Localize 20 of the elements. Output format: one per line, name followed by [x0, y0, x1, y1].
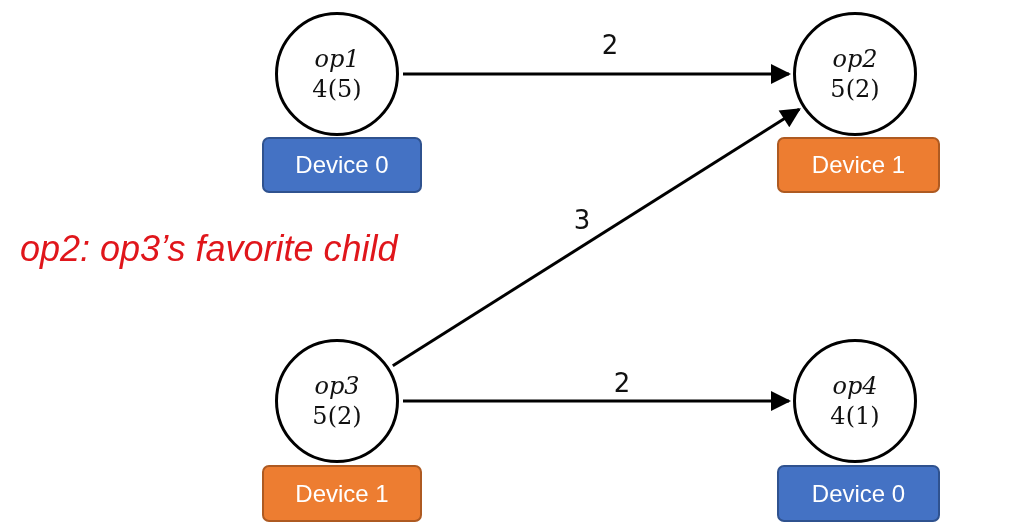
device-label: Device 0 [811, 479, 906, 508]
operation-text: op1 [314, 44, 360, 74]
note-text: op2: op3’s favorite child [20, 228, 398, 270]
operation-text: 5(2) [312, 401, 362, 431]
device-box [777, 465, 940, 522]
operation-text: 5(2) [830, 74, 880, 104]
operation-text: op4 [832, 371, 878, 401]
device-box [262, 465, 422, 522]
arrow [403, 64, 791, 84]
arrow [392, 107, 801, 368]
operation-text: 4(5) [312, 74, 362, 104]
arrow [403, 391, 791, 411]
device-box [262, 137, 422, 193]
operation-text: op3 [314, 371, 360, 401]
device-label: Device 1 [295, 479, 389, 508]
device-label: Device 1 [811, 151, 906, 179]
device-label: Device 0 [295, 151, 389, 179]
operation-text: op2 [832, 44, 878, 74]
device-box [777, 137, 940, 193]
operation-text: 4(1) [830, 401, 880, 431]
